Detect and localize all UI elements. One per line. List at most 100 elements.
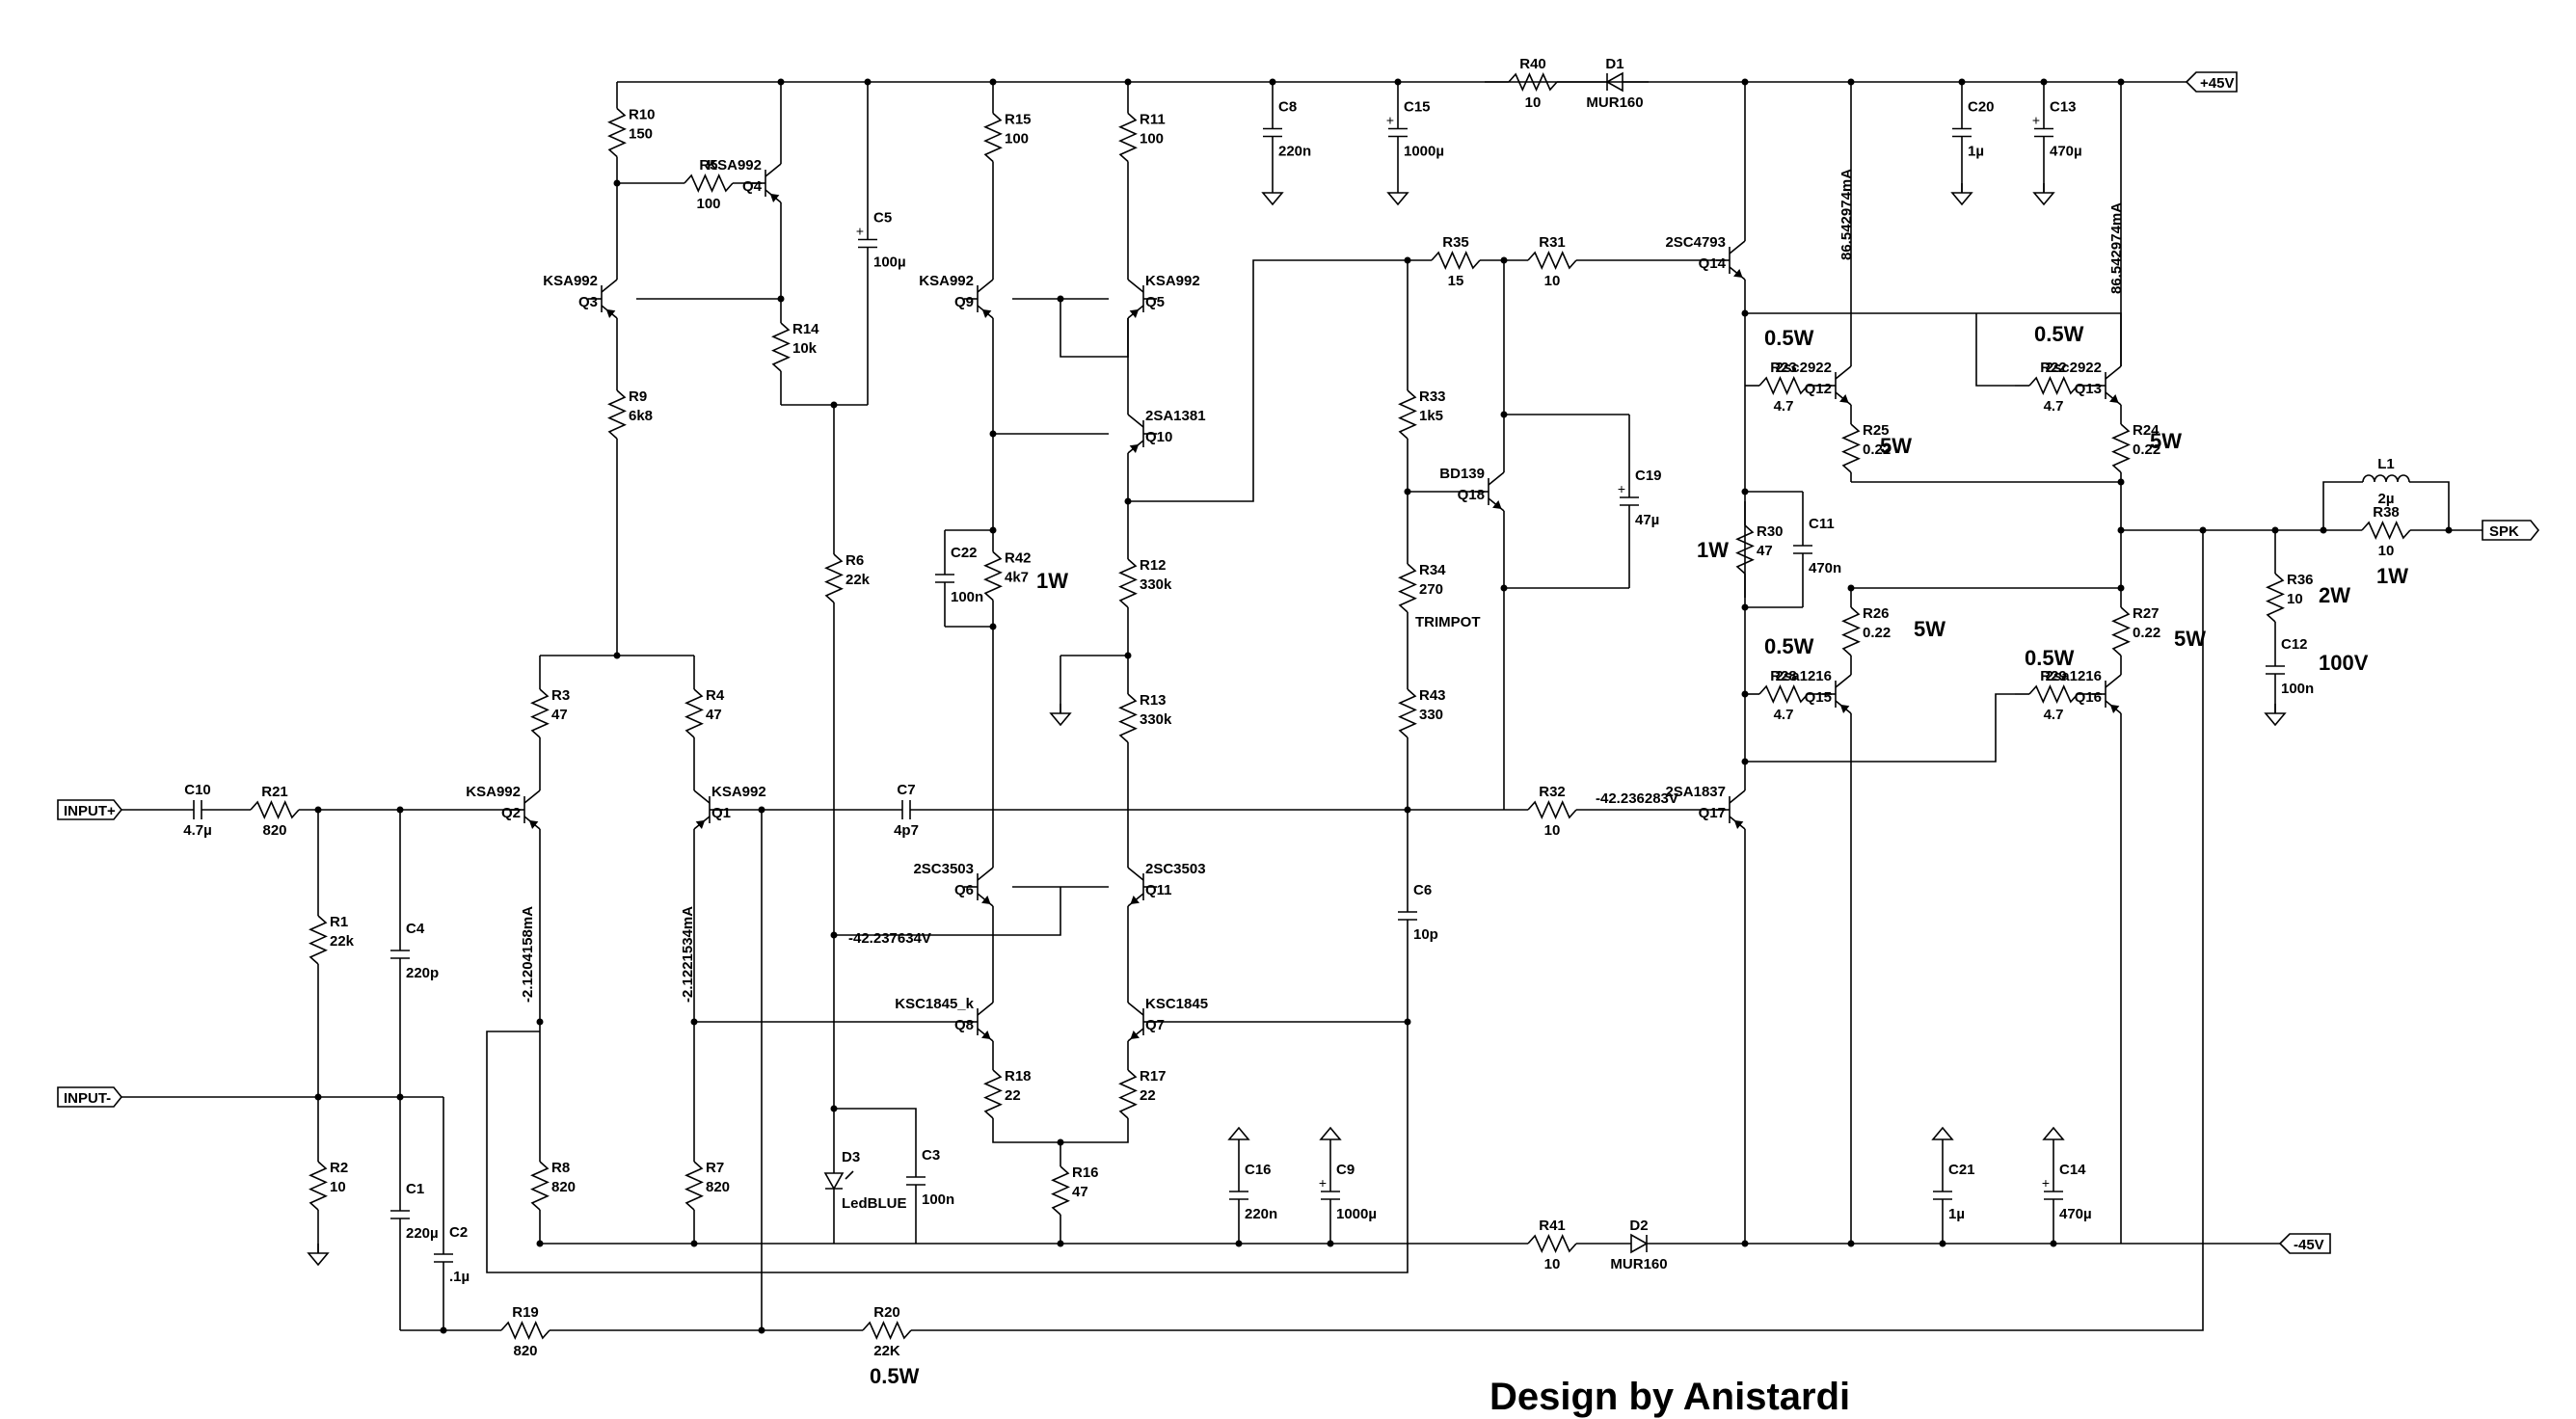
component-value: 330k [1140,576,1172,593]
supply-symbol [2042,1126,2065,1140]
diode-body [823,1172,845,1191]
component-value: 6k8 [629,408,653,424]
resistor-zigzag [1508,72,1558,92]
port-vneg: -45V [2278,1233,2331,1254]
component-value: 470n [1809,560,1841,576]
transistor-ref: Q8 [954,1017,974,1033]
component-ref: D3 [842,1149,860,1165]
junction-dot [830,931,838,939]
collector-lead [2105,674,2122,688]
ground-symbol [1261,192,1284,206]
transistor-ref: Q2 [501,805,521,821]
component-ref: D2 [1629,1218,1648,1234]
port-input-plus: INPUT+ [57,799,123,820]
component-value: 100 [696,196,720,212]
collector-lead [977,1002,994,1016]
component-value: 220n [1245,1206,1277,1222]
component-value: 0.22 [1863,625,1891,641]
component-value: 47 [706,707,722,723]
component-value: 22k [330,933,355,950]
component-ref: C1 [406,1181,424,1197]
resistor-zigzag [2028,684,2079,704]
supply-symbol [1319,1126,1342,1140]
transistor-part: BD139 [1439,466,1485,482]
junction-dot [2320,526,2327,534]
component-value: 1µ [1948,1206,1965,1222]
junction-dot [830,401,838,409]
emitter-arrow [1492,499,1502,510]
component-ref: R6 [845,552,864,569]
component-ref: R35 [1442,234,1469,251]
cap-polarity: + [1319,1175,1327,1191]
supply-symbol [1227,1126,1250,1140]
transistor-part: KSA992 [543,273,598,289]
transistor-part: KSA992 [707,157,762,174]
junction-dot [758,806,765,814]
transistor-part: 2sa1216 [1776,668,1832,684]
resistor-zigzag [309,1161,328,1211]
resistor-zigzag [771,322,791,372]
component-ref: C6 [1413,882,1432,898]
component-ref: R10 [629,107,656,123]
component-value: 150 [629,126,653,143]
transistor-ref: Q17 [1699,805,1726,821]
transistor-ref: Q10 [1145,429,1172,445]
emitter-arrow [2109,704,2120,713]
emitter-arrow [528,819,539,829]
annotation: 100V [2319,651,2369,675]
component-value: 47 [551,707,568,723]
component-value: 47 [1757,543,1773,559]
component-ref: R36 [2287,572,2314,588]
component-value: 100n [922,1191,954,1208]
component-value: 10 [2378,543,2395,559]
transistor-ref: Q12 [1805,381,1832,397]
component-ref: C4 [406,921,425,937]
annotation: 5W [2150,429,2182,453]
component-value: 820 [706,1179,730,1195]
component-ref: R23 [1770,360,1797,376]
transistor-part: 2SC4793 [1665,234,1726,251]
cap-polarity: + [2032,113,2040,128]
collector-lead [1835,674,1852,688]
ground-symbol [2264,712,2287,727]
resistor-zigzag [607,389,627,440]
annotation: 0.5W [1764,634,1814,658]
component-value: 820 [262,822,286,839]
component-ref: C14 [2059,1162,2086,1178]
wire [1851,481,2122,530]
wire [2429,481,2450,530]
collector-lead [1488,471,1505,486]
port-input-plus-label: INPUT+ [64,803,116,819]
component-value: 10k [792,340,818,357]
ground-symbol [1950,192,1973,206]
junction-dot [314,1093,322,1101]
component-value: 10 [1544,822,1561,839]
component-value: 2µ [2378,491,2395,507]
component-value: 220p [406,965,439,981]
resistor-zigzag [1841,423,1861,473]
component-r26: R26 0.22 [1841,598,1891,665]
collector-lead [1127,867,1144,881]
design-credit: Design by Anistardi [1489,1376,1850,1418]
collector-lead [1835,365,1852,380]
wire [2322,481,2343,530]
component-ref: R26 [1863,605,1890,622]
